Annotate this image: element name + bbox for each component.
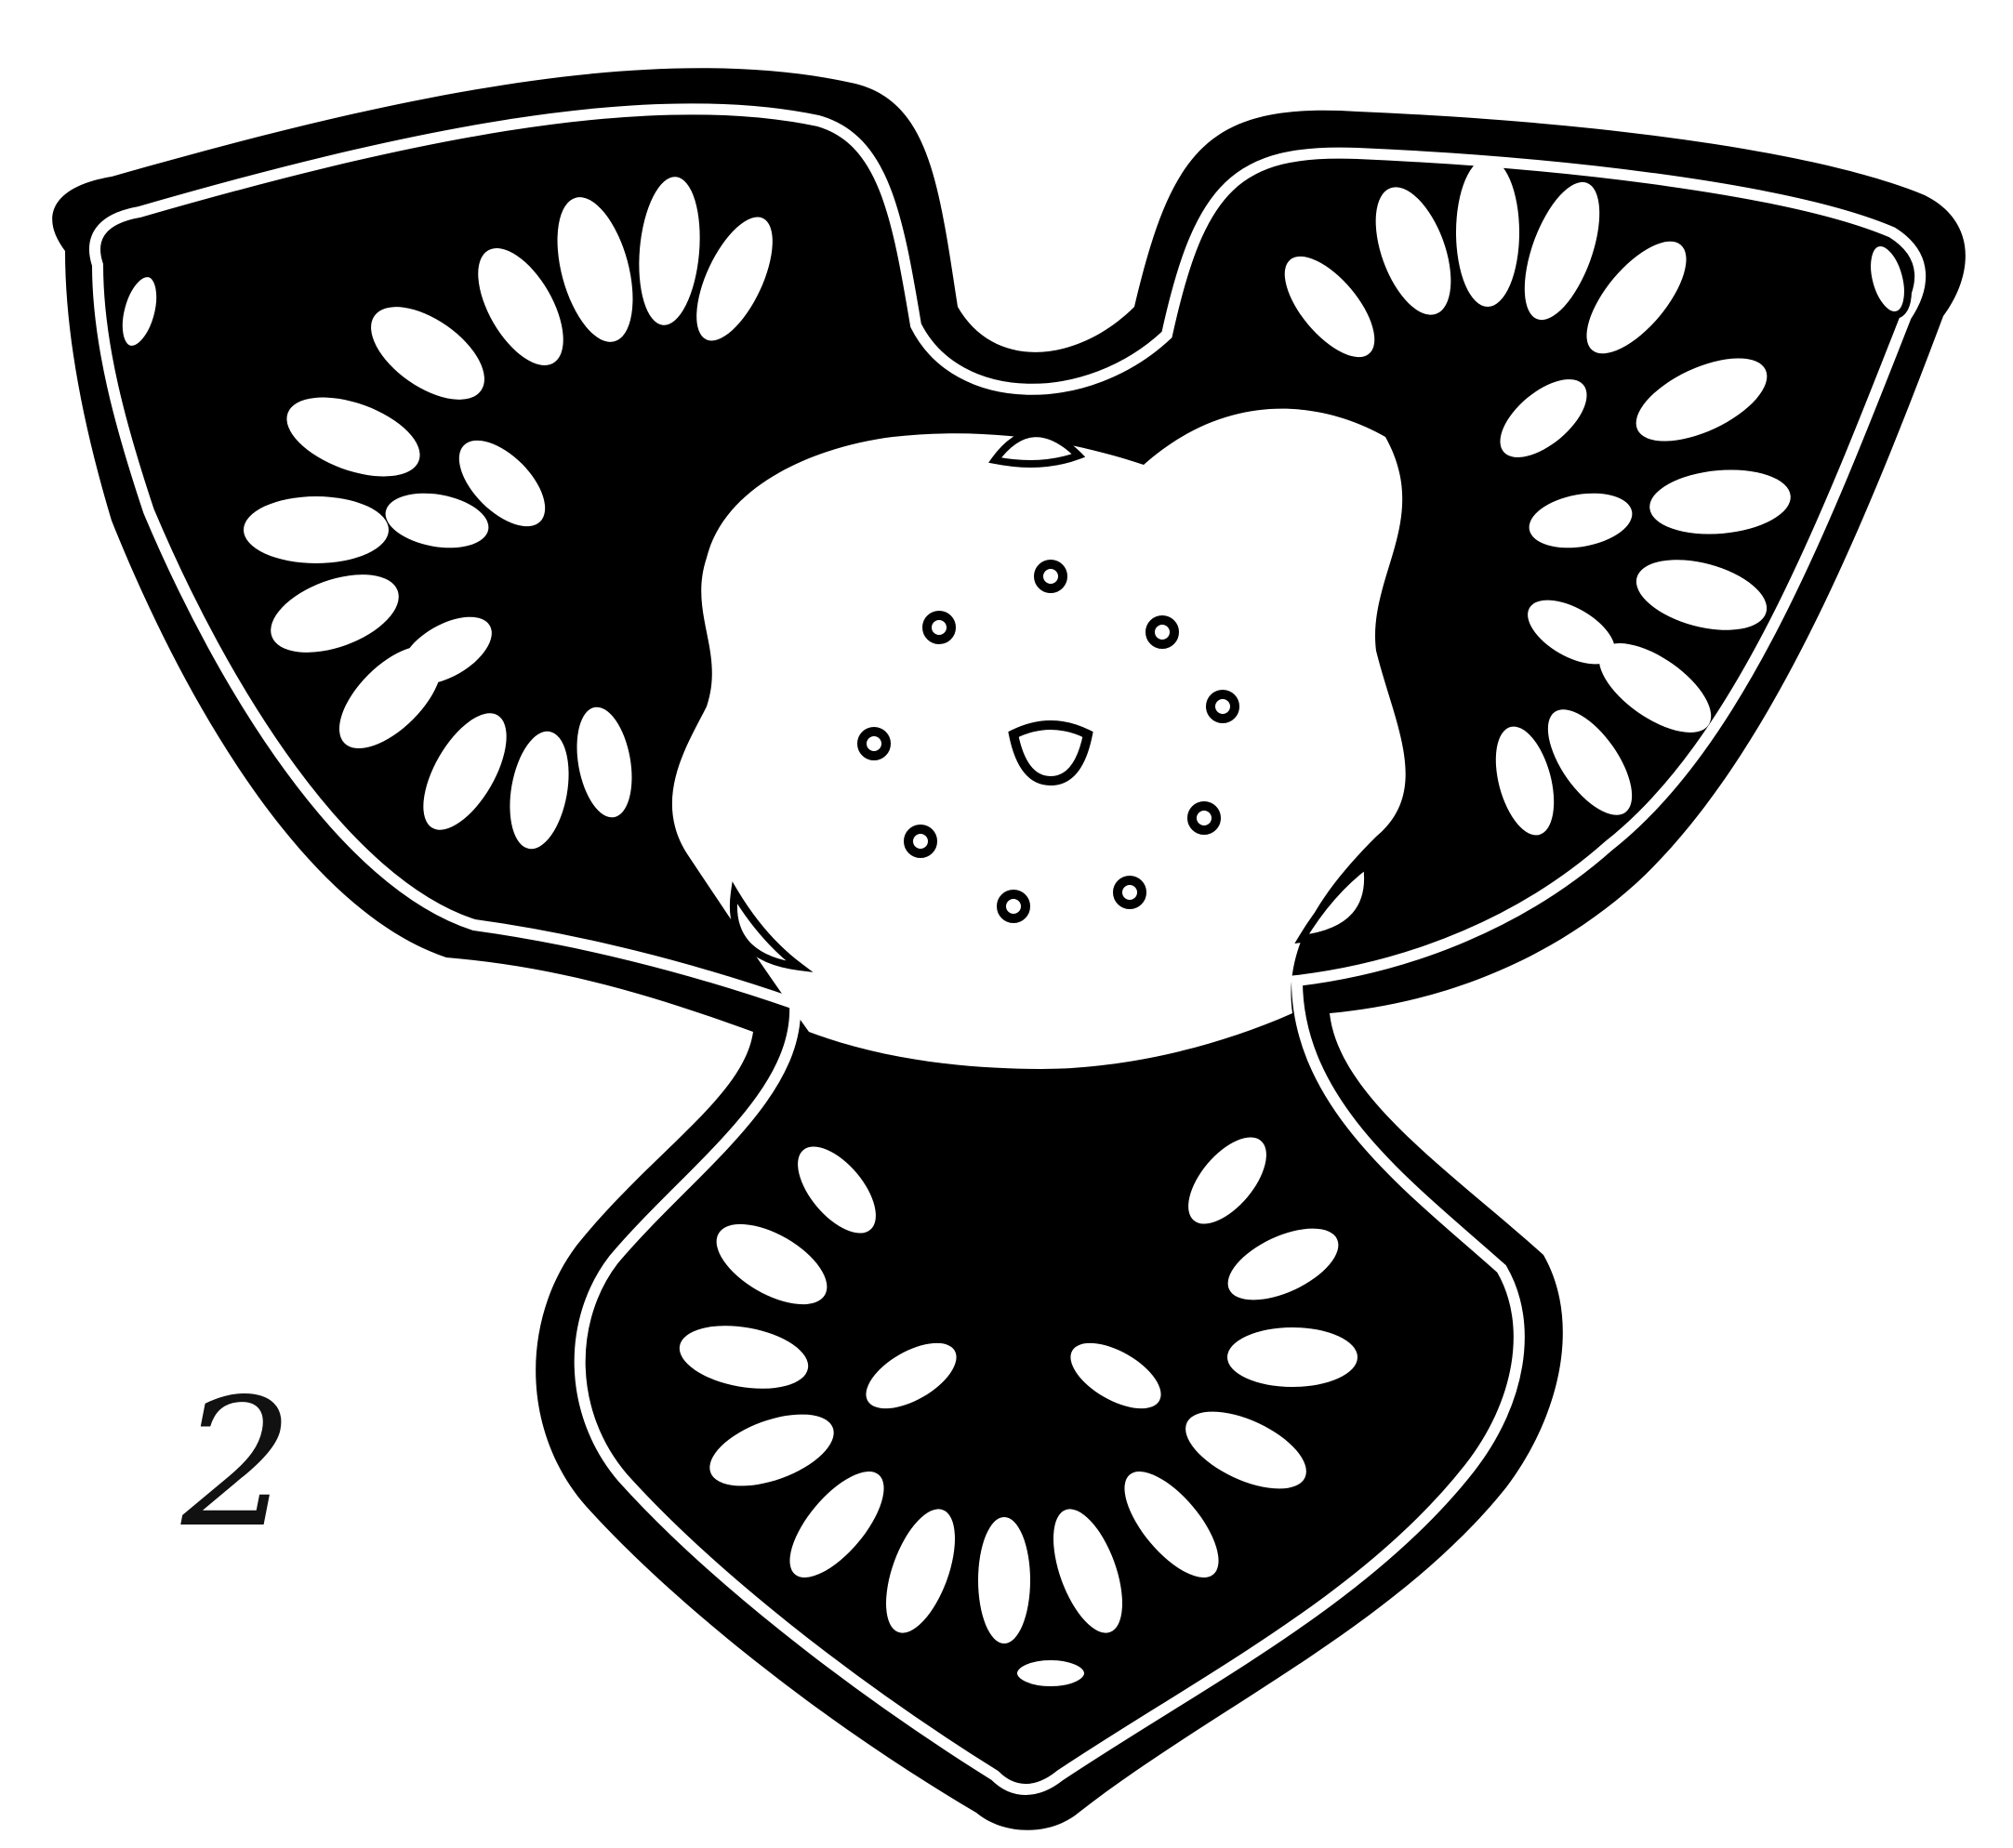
figure-number-label: 2: [181, 1376, 294, 1552]
bottom-placenta: [995, 1153, 1088, 1320]
